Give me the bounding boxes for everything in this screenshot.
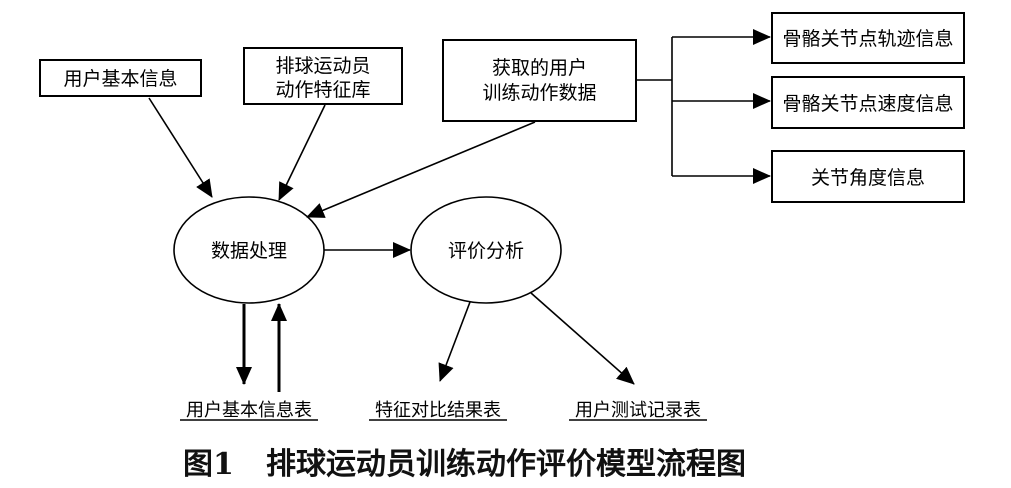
evaluation-label: 评价分析 <box>448 240 524 262</box>
data-processing-node: 数据处理 <box>173 196 325 304</box>
figure-number: 图1 <box>183 447 234 482</box>
acquired-data-label-line1: 获取的用户 <box>492 57 587 79</box>
skeleton-track-label: 骨骼关节点轨迹信息 <box>782 28 953 50</box>
feature-compare-table-store: 特征对比结果表 <box>369 400 507 421</box>
arrow-library-to-processing <box>278 104 326 201</box>
arrow-acquired-to-processing <box>306 121 536 218</box>
arrow-user-info-to-processing <box>148 97 213 198</box>
athlete-library-label-line1: 排球运动员 <box>275 55 370 77</box>
skeleton-speed-box: 骨骼关节点速度信息 <box>771 76 965 129</box>
arrow-evaluation-to-test-table <box>530 292 635 385</box>
joint-angle-box: 关节角度信息 <box>771 150 965 203</box>
joint-angle-label: 关节角度信息 <box>811 167 925 189</box>
test-record-table-label: 用户测试记录表 <box>575 400 701 421</box>
user-info-label: 用户基本信息 <box>63 68 177 90</box>
feature-compare-table-label: 特征对比结果表 <box>375 400 501 421</box>
arrow-evaluation-to-feature-table <box>438 301 471 382</box>
skeleton-speed-label: 骨骼关节点速度信息 <box>782 93 953 115</box>
acquired-training-data-box: 获取的用户 训练动作数据 <box>442 39 637 122</box>
figure-title: 排球运动员训练动作评价模型流程图 <box>266 447 746 482</box>
evaluation-node: 评价分析 <box>410 196 562 304</box>
test-record-table-store: 用户测试记录表 <box>569 400 707 421</box>
athlete-feature-library-box: 排球运动员 动作特征库 <box>243 47 403 105</box>
skeleton-track-box: 骨骼关节点轨迹信息 <box>771 12 965 64</box>
data-processing-label: 数据处理 <box>211 240 287 262</box>
user-info-table-label: 用户基本信息表 <box>186 400 312 421</box>
user-info-table-store: 用户基本信息表 <box>180 400 318 421</box>
user-info-box: 用户基本信息 <box>39 59 202 97</box>
acquired-data-label-line2: 训练动作数据 <box>482 82 596 104</box>
athlete-library-label-line2: 动作特征库 <box>275 79 370 101</box>
figure-caption: 图1 排球运动员训练动作评价模型流程图 <box>183 447 746 482</box>
branch-connector <box>636 29 771 184</box>
